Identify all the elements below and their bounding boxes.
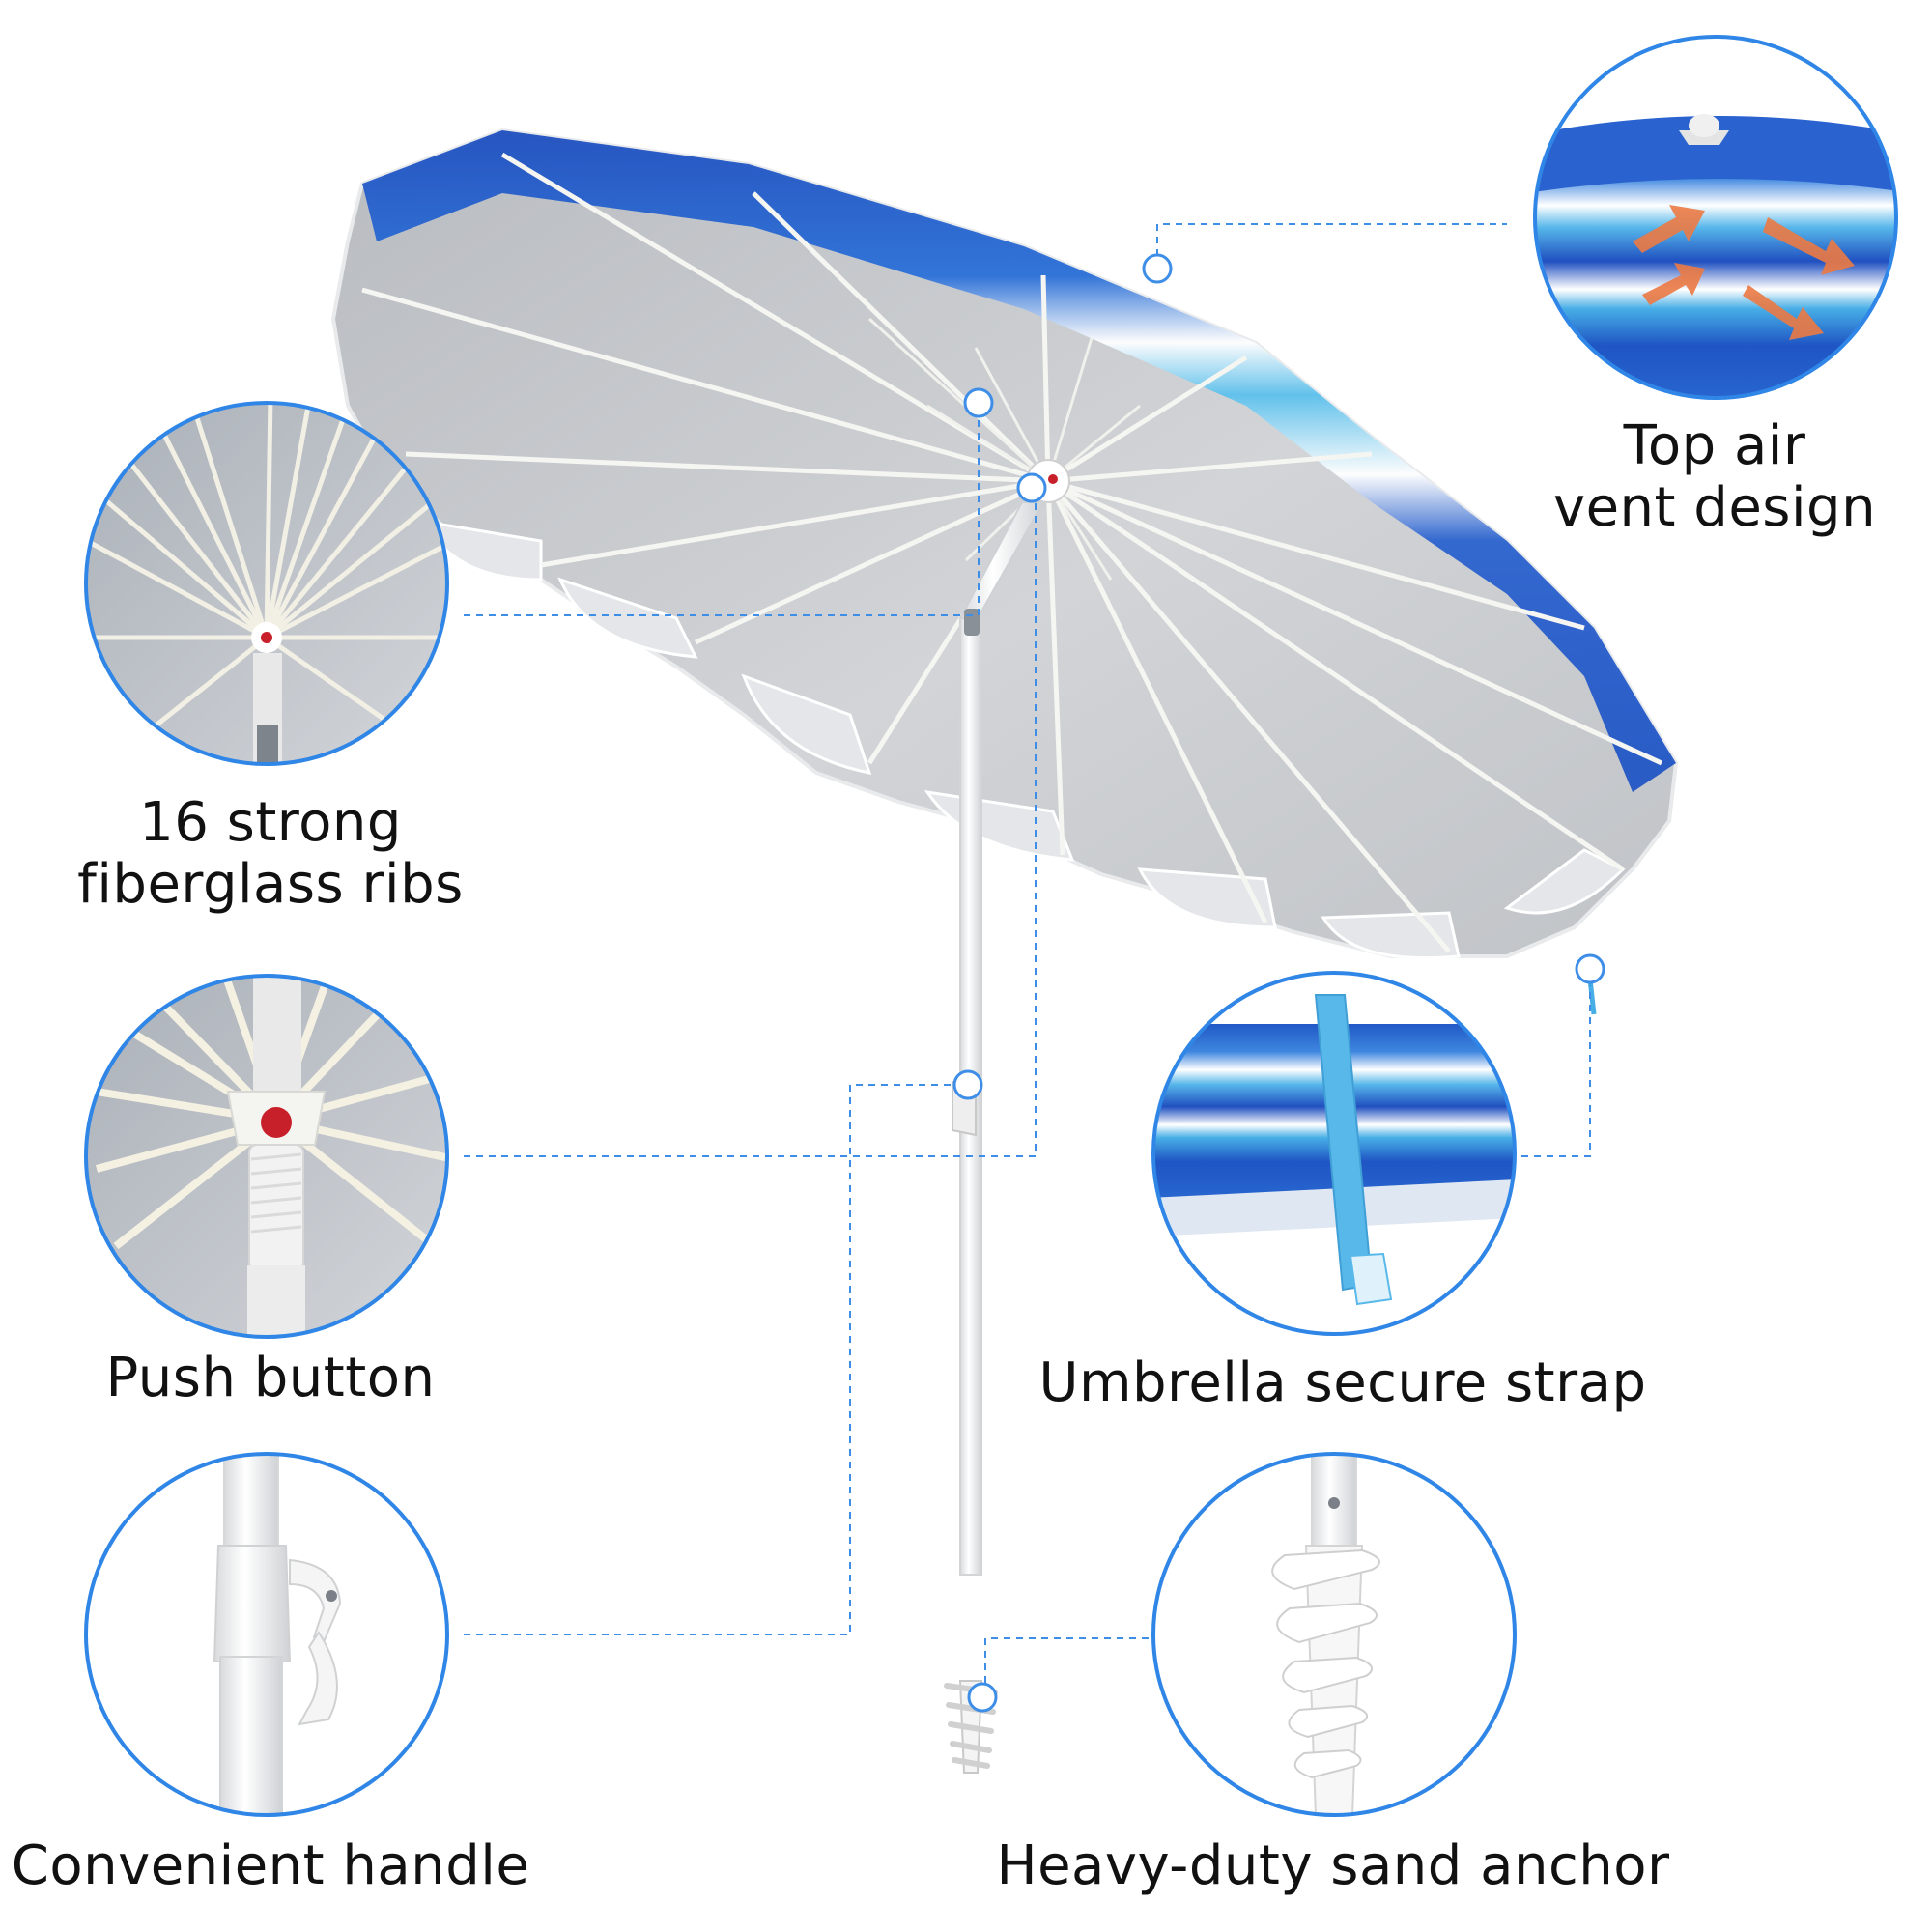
callout-dots [952, 253, 1605, 1713]
caption-top-air-vent: Top air vent design [1521, 415, 1908, 539]
caption-push-button: Push button [105, 1347, 436, 1409]
detail-photo-ribs [84, 401, 449, 766]
detail-photo-secure-strap [1151, 971, 1517, 1336]
caption-top-air-vent-line1: Top air [1623, 414, 1806, 477]
caption-ribs: 16 strong fiberglass ribs [19, 792, 522, 916]
detail-photo-sand-anchor [1151, 1452, 1517, 1817]
caption-handle: Convenient handle [11, 1834, 530, 1897]
detail-photo-push-button [84, 974, 449, 1339]
caption-ribs-line2: fiberglass ribs [77, 852, 464, 916]
detail-photo-handle [84, 1452, 449, 1817]
caption-secure-strap: Umbrella secure strap [1038, 1351, 1647, 1414]
caption-sand-anchor: Heavy-duty sand anchor [996, 1834, 1670, 1897]
air-flow-arrows [1633, 205, 1855, 340]
caption-ribs-line1: 16 strong [139, 791, 402, 854]
caption-top-air-vent-line2: vent design [1552, 475, 1877, 539]
detail-photo-top-air-vent [1533, 35, 1898, 400]
